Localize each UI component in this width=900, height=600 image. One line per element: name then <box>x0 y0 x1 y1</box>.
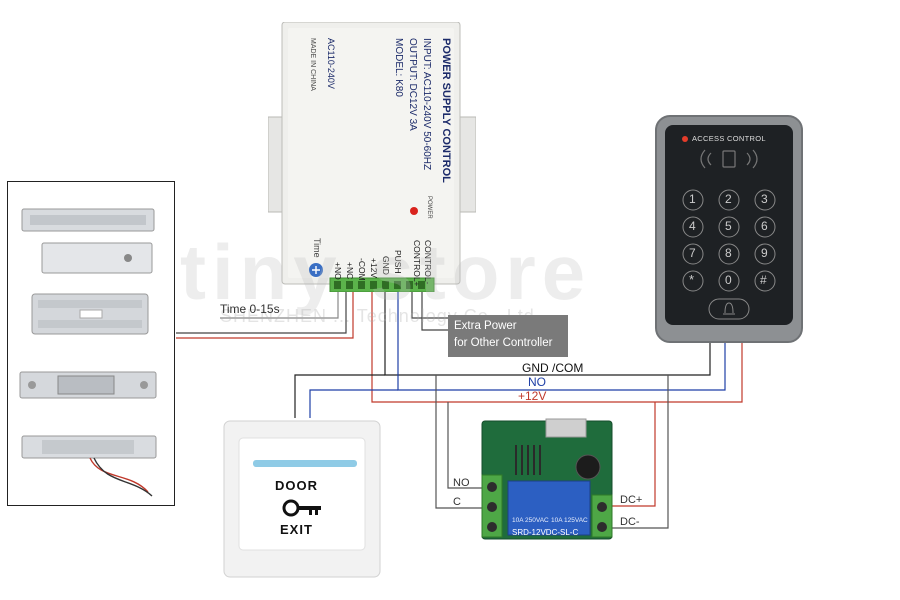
extra-power-tag: Extra Power for Other Controller <box>448 315 568 357</box>
no-label: NO <box>528 375 546 389</box>
no-wire <box>397 292 726 391</box>
status-led-icon <box>682 136 688 142</box>
psu-power-label: POWER <box>426 196 432 219</box>
power-supply-box <box>268 22 476 292</box>
lock-dark-wire <box>176 292 347 334</box>
exit-button-bottom-text: EXIT <box>280 522 313 537</box>
gnd-com-label: GND /COM <box>522 361 584 375</box>
exit-button-top-text: DOOR <box>275 478 318 493</box>
relay-module <box>481 418 613 540</box>
time-range-label: Time 0-15s <box>220 302 280 316</box>
relay-dcplus-label: DC+ <box>620 494 643 506</box>
extra-power-lead-2 <box>421 292 448 331</box>
relay-specs-right: 10A 125VAC <box>551 517 588 524</box>
bolt-lock <box>31 293 149 335</box>
plus12v-label: +12V <box>518 389 547 403</box>
key-3[interactable]: 3 <box>761 192 768 206</box>
plus12v-wire <box>371 292 743 403</box>
relay-c-wire <box>435 375 485 509</box>
relay-model-text: SRD-12VDC-SL-C <box>512 528 579 537</box>
psu-origin: MADE IN CHINA <box>309 38 316 91</box>
exit-wire-1 <box>294 374 385 418</box>
relay-dcminus-wire <box>612 375 669 529</box>
antenna-coil-icon <box>515 445 541 475</box>
relay-block <box>507 480 591 536</box>
extra-power-lead-1 <box>411 292 448 319</box>
relay-specs-left: 10A 250VAC <box>512 517 549 524</box>
relay-no-wire <box>447 402 485 489</box>
lock-red-wire <box>176 292 354 339</box>
extra-power-line2: for Other Controller <box>454 337 553 349</box>
key-9[interactable]: 9 <box>761 246 768 260</box>
psu-title: POWER SUPPLY CONTROL <box>440 38 452 183</box>
gnd-com-wire <box>384 292 711 376</box>
relay-no-label: NO <box>453 477 470 489</box>
psu-model: MODEL: K80 <box>393 38 404 97</box>
key-7[interactable]: 7 <box>689 246 696 260</box>
key-1[interactable]: 1 <box>689 192 696 206</box>
keypad-keys <box>682 189 776 320</box>
psu-input: INPUT: AC110-240V 50-60HZ <box>421 38 432 171</box>
time-line <box>220 292 339 319</box>
watermark-text: tiny store <box>180 228 592 316</box>
key-5[interactable]: 5 <box>725 219 732 233</box>
relay-dcminus-label: DC- <box>620 516 640 528</box>
key-hash[interactable]: # <box>760 273 767 287</box>
key-icon <box>282 499 321 517</box>
rfid-icon <box>700 149 758 169</box>
lock-options-panel <box>7 181 175 506</box>
extra-power-line1: Extra Power <box>454 320 517 332</box>
key-star[interactable]: * <box>689 272 695 287</box>
key-6[interactable]: 6 <box>761 219 768 233</box>
access-control-keypad <box>655 115 803 343</box>
magnetic-lock <box>21 208 155 274</box>
relay-dcplus-wire <box>612 402 656 507</box>
key-2[interactable]: 2 <box>725 192 732 206</box>
power-led-icon <box>410 207 418 215</box>
psu-voltage: AC110-240V <box>326 38 336 89</box>
watermark: tiny store SHENZHEN ... Technology Co., … <box>180 230 710 342</box>
drop-bolt-lock <box>21 435 157 497</box>
capacitor-icon <box>575 454 601 480</box>
exit-button[interactable] <box>223 420 383 580</box>
relay-c-label: C <box>453 496 461 508</box>
key-0[interactable]: 0 <box>725 273 732 287</box>
exit-wire-2 <box>309 389 398 418</box>
key-4[interactable]: 4 <box>689 219 696 233</box>
psu-output: OUTPUT: DC12V 3A <box>407 38 418 131</box>
electric-strike <box>19 371 157 399</box>
key-8[interactable]: 8 <box>725 246 732 260</box>
keypad-title: ACCESS CONTROL <box>692 134 766 143</box>
bell-icon <box>723 302 735 315</box>
